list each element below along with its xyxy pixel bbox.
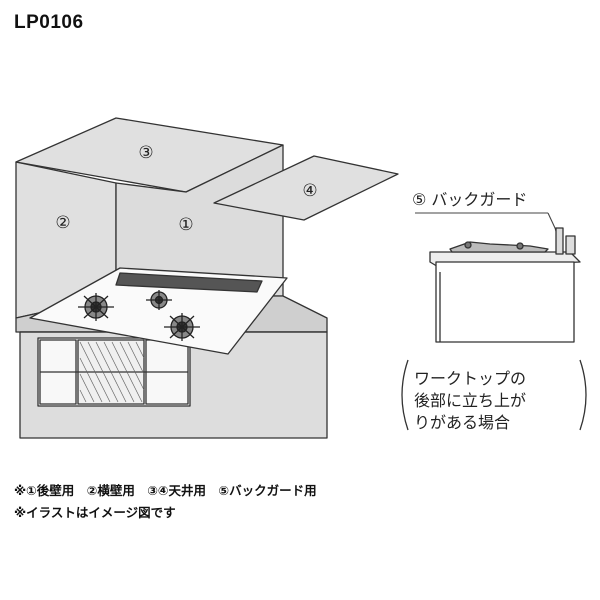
note-line-3: りがある場合 xyxy=(414,413,510,432)
backguard-detail xyxy=(415,212,581,343)
label-panel-1: ① xyxy=(178,215,193,235)
burner-left xyxy=(78,293,114,321)
burner-right xyxy=(164,313,200,341)
label-panel-2: ② xyxy=(55,213,70,233)
note-line-2: 後部に立ち上が xyxy=(414,391,526,410)
note-bracket-left xyxy=(401,359,409,431)
backguard-label: ⑤ バックガード xyxy=(412,190,527,209)
note-line-1: ワークトップの xyxy=(414,369,526,388)
note-bracket-right xyxy=(579,359,587,431)
footnote-usage: ※①後壁用 ②横壁用 ③④天井用 ⑤バックガード用 xyxy=(14,483,317,498)
footnote-illustration: ※イラストはイメージ図です xyxy=(14,505,176,520)
label-panel-4: ④ xyxy=(302,181,317,201)
grill-front xyxy=(37,337,191,407)
label-panel-3: ③ xyxy=(138,143,153,163)
ceiling-panel-4 xyxy=(213,155,399,221)
product-code: LP0106 xyxy=(14,12,84,33)
footnotes: ※①後壁用 ②横壁用 ③④天井用 ⑤バックガード用 ※イラストはイメージ図です xyxy=(14,480,317,524)
burner-back xyxy=(146,290,172,310)
